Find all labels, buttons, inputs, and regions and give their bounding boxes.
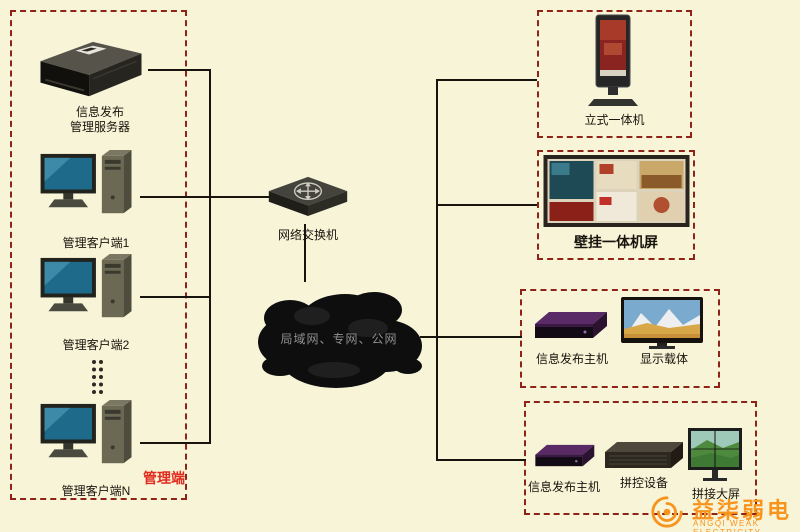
publish-host-label: 信息发布主机	[527, 480, 600, 494]
client-label: 管理客户端1	[62, 236, 130, 250]
client-label: 管理客户端2	[62, 338, 130, 352]
right-bus-line	[436, 79, 438, 461]
left-bus-line	[209, 69, 211, 444]
splicing-screen-label: 拼接大屏	[691, 487, 740, 501]
connector-line	[436, 336, 522, 338]
connector-line	[436, 204, 537, 206]
kiosk-group-box	[537, 10, 692, 138]
company-logo-name: 益柒弱电	[692, 498, 793, 523]
connector-line	[148, 69, 211, 71]
switch-cloud-line	[304, 224, 306, 282]
videowall-group-box	[524, 401, 757, 515]
management-group-box	[10, 10, 187, 500]
host-display-group-box	[520, 289, 720, 388]
standing-kiosk-label: 立式一体机	[584, 113, 645, 127]
client-label: 管理客户端N	[61, 484, 131, 498]
connector-line	[436, 459, 526, 461]
publish-host-label: 信息发布主机	[535, 352, 608, 366]
client-computer-icon	[40, 252, 140, 336]
cloud-label: 局域网、专网、公网	[280, 332, 398, 346]
connector-line	[436, 79, 537, 81]
switch-label: 网络交换机	[277, 228, 338, 242]
splicing-controller-icon	[601, 436, 685, 476]
server-label: 信息发布 管理服务器	[69, 105, 130, 134]
company-logo-icon	[650, 495, 684, 529]
management-side-tag: 管理端	[143, 470, 185, 486]
wall-screen-icon	[543, 155, 690, 231]
company-logo-subtitle: ANGQI WEAK ELECTRICITY	[693, 519, 760, 532]
client-computer-icon	[40, 148, 140, 232]
display-carrier-label: 显示载体	[639, 352, 688, 366]
client-computer-icon	[40, 398, 140, 482]
standing-kiosk-icon	[584, 13, 642, 109]
wall-screen-label: 壁挂一体机屏	[574, 234, 658, 250]
server-icon	[32, 36, 150, 104]
ellipsis-dots	[99, 360, 103, 394]
wall-screen-group-box	[537, 150, 695, 260]
network-cloud-icon	[250, 270, 428, 398]
splicing-screen-icon	[687, 428, 743, 486]
publish-host-icon	[527, 440, 601, 476]
network-switch-icon	[265, 166, 351, 224]
ellipsis-dots	[92, 360, 96, 394]
splicing-controller-label: 拼控设备	[619, 476, 668, 490]
connector-line	[209, 196, 269, 198]
publish-host-icon	[531, 306, 609, 350]
connector-line	[140, 296, 211, 298]
display-carrier-icon	[621, 297, 705, 351]
connector-line	[420, 336, 438, 338]
connector-line	[140, 442, 211, 444]
connector-line	[140, 196, 211, 198]
